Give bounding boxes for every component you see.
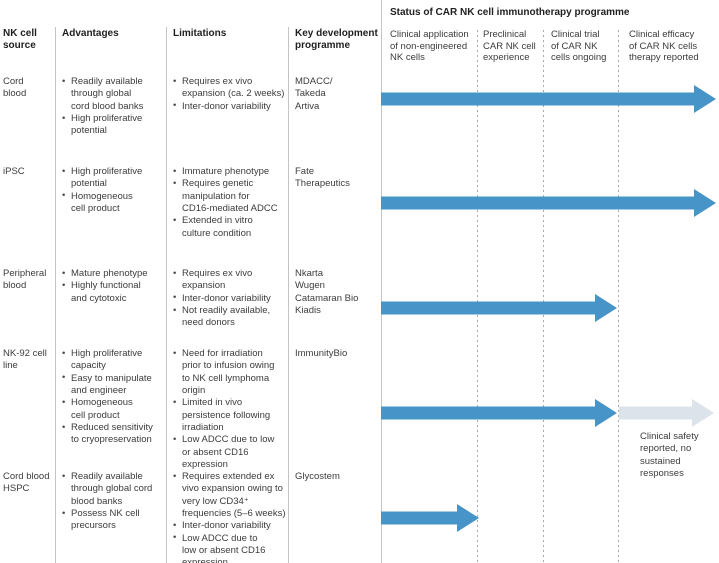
row-limitations: Immature phenotypeRequires genetic manip… [173,165,287,240]
row-advantages: High proliferative potentialHomogeneous … [62,166,164,215]
column-header-limitations: Limitations [173,28,227,39]
status-column-header: Clinical efficacy of CAR NK cells therap… [629,29,699,64]
advantage-item: Readily available through global cord bl… [62,470,164,508]
row-source-label: Cord blood HSPC [3,471,50,495]
row-limitations: Requires extended ex vivo expansion owin… [173,470,287,563]
row-programme-label: Fate Therapeutics [295,166,350,190]
limitation-item: Inter-donor variability [173,292,287,305]
row-limitations: Requires ex vivo expansion (ca. 2 weeks)… [173,76,287,113]
row-source-label: Cord blood [3,76,27,100]
status-arrow [381,294,617,322]
status-column-header: Clinical trial of CAR NK cells ongoing [551,29,607,64]
limitation-item: Requires ex vivo expansion (ca. 2 weeks) [173,76,287,101]
limitation-item: Inter-donor variability [173,520,287,533]
limitation-item: Need for irradiation prior to infusion o… [173,347,287,397]
row-programme-label: Nkarta Wugen Catamaran Bio Kiadis [295,268,359,317]
column-divider [55,27,56,563]
status-section-title: Status of CAR NK cell immunotherapy prog… [390,7,630,18]
limitation-item: Low ADCC due to low or absent CD16 expre… [173,532,287,563]
limitation-item: Requires ex vivo expansion [173,268,287,293]
row-source-label: NK-92 cell line [3,348,47,372]
row-advantages: Mature phenotypeHighly functional and cy… [62,267,164,305]
limitation-item: Extended in vitro culture condition [173,215,287,240]
row-programme-label: MDACC/ Takeda Artiva [295,76,333,112]
row-advantages: Readily available through global cord bl… [62,470,164,533]
advantage-item: Readily available through global cord bl… [62,75,164,113]
status-column-header: Clinical application of non-engineered N… [390,29,469,64]
ghost-arrow-note: Clinical safety reported, no sustained r… [640,431,699,480]
row-advantages: Readily available through global cord bl… [62,75,164,138]
limitation-item: Limited in vivo persistence following ir… [173,397,287,434]
row-advantages: High proliferative capacityEasy to manip… [62,348,164,447]
status-column-divider-dashed [543,30,544,563]
advantage-item: High proliferative potential [62,113,164,138]
advantage-item: Possess NK cell precursors [62,508,164,533]
row-programme-label: Glycostem [295,471,340,482]
row-source-label: Peripheral blood [3,268,47,292]
column-header-source: NK cell source [3,28,37,51]
status-arrow [381,504,479,532]
status-column-header: Preclinical CAR NK cell experience [483,29,536,64]
status-column-divider-dashed [477,30,478,563]
status-arrow [381,85,716,113]
limitation-item: Not readily available, need donors [173,305,287,330]
advantage-item: High proliferative potential [62,166,164,191]
limitation-item: Low ADCC due to low or absent CD16 expre… [173,434,287,471]
advantage-item: Mature phenotype [62,267,164,280]
row-limitations: Need for irradiation prior to infusion o… [173,347,287,471]
advantage-item: Reduced sensitivity to cryopreservation [62,422,164,447]
advantage-item: Homogeneous cell product [62,397,164,422]
limitation-item: Inter-donor variability [173,100,287,113]
status-section-divider [381,0,382,563]
status-arrow-ghost [619,399,714,427]
row-programme-label: ImmunityBio [295,348,348,359]
status-arrow [381,189,716,217]
column-divider [288,27,289,563]
column-header-advantages: Advantages [62,28,119,39]
advantage-item: Highly functional and cytotoxic [62,280,164,305]
status-arrow [381,399,617,427]
advantage-item: Homogeneous cell product [62,190,164,216]
row-limitations: Requires ex vivo expansionInter-donor va… [173,268,287,330]
row-source-label: iPSC [3,166,25,177]
advantage-item: Easy to manipulate and engineer [62,372,164,398]
limitation-item: Requires genetic manipulation for CD16-m… [173,178,287,215]
column-divider [166,27,167,563]
advantage-item: High proliferative capacity [62,348,164,373]
status-column-divider-dashed [618,30,619,563]
limitation-item: Requires extended ex vivo expansion owin… [173,470,287,520]
limitation-item: Immature phenotype [173,165,287,178]
column-header-programme: Key development programme [295,28,378,51]
